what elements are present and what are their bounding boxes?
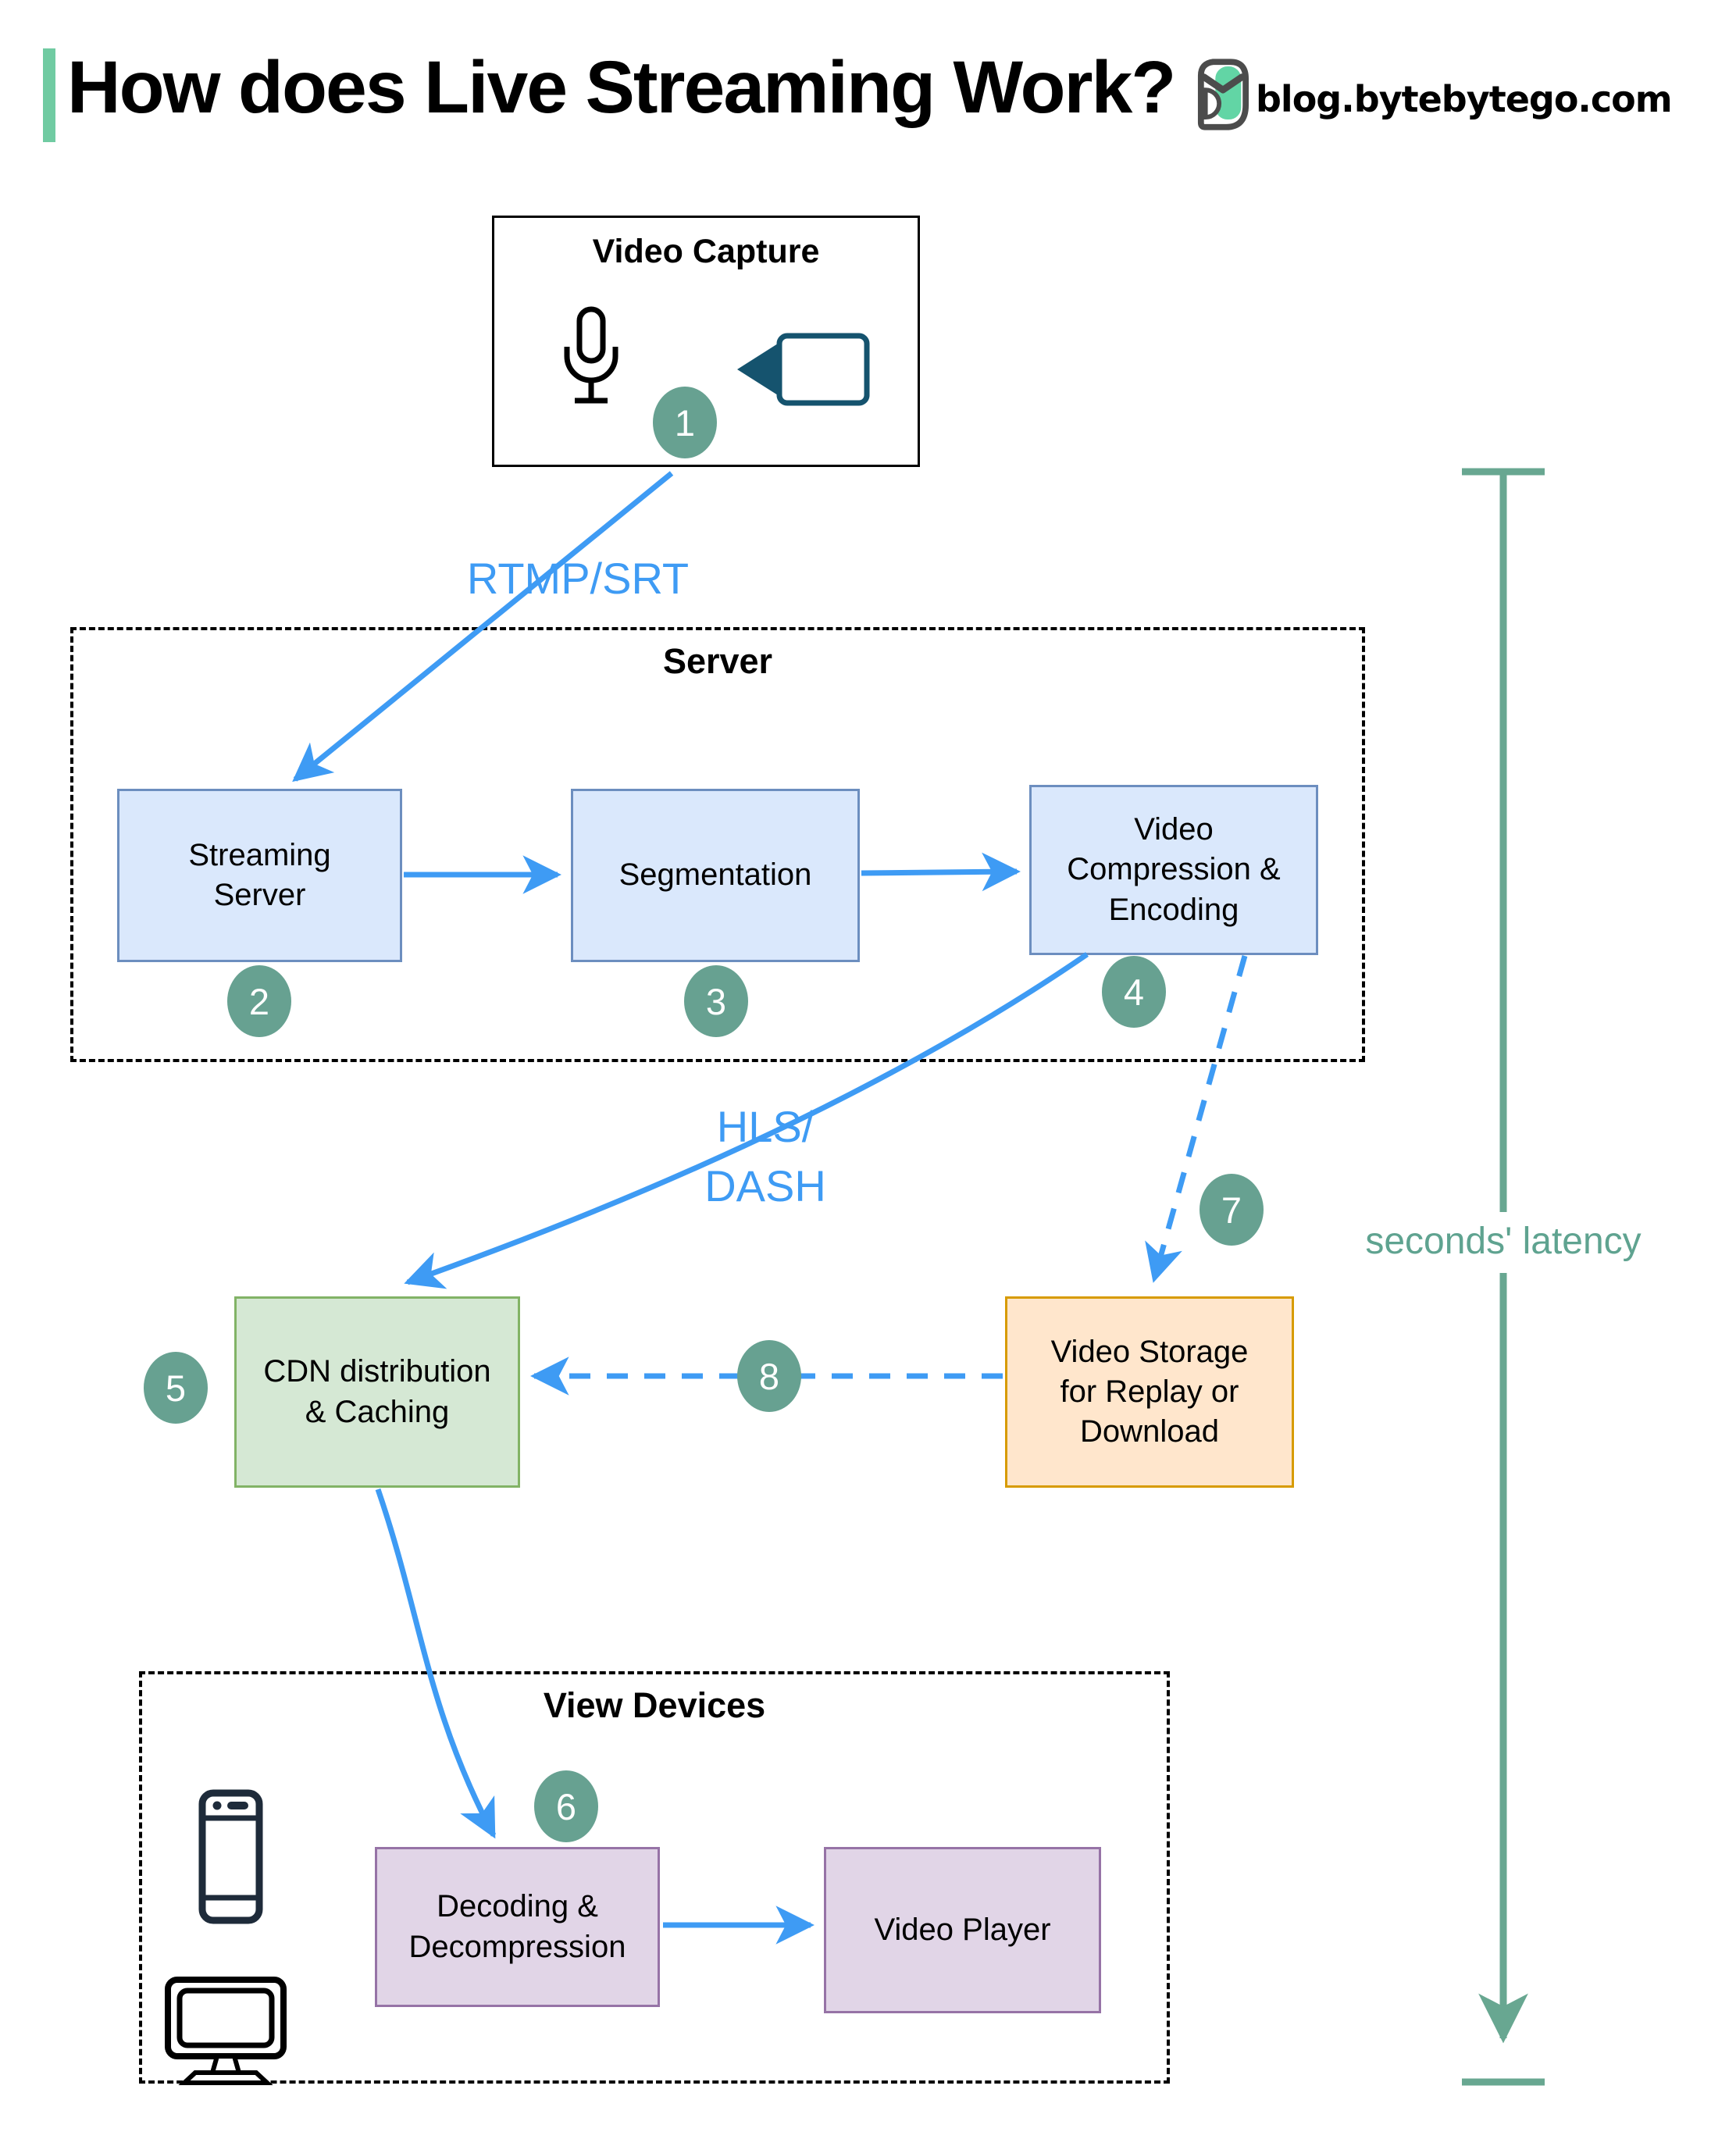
cdn-box: CDN distribution & Caching [234,1296,520,1488]
microphone-icon [564,306,618,404]
title-accent-bar [43,48,55,142]
rtmp-srt-label: RTMP/SRT [466,554,690,603]
cdn-label: CDN distribution & Caching [263,1354,491,1429]
view-devices-group: View Devices [139,1671,1170,2084]
video-capture-title: Video Capture [592,233,820,270]
segmentation-label: Segmentation [618,857,812,893]
view-devices-title: View Devices [543,1685,766,1725]
video-compression-label: Video Compression & Encoding [1067,812,1281,927]
hls-dash-label: HLS/ DASH [704,1102,826,1210]
video-player-label: Video Player [874,1912,1051,1947]
step-circle-8: 8 [737,1340,801,1412]
step-circle-5: 5 [144,1352,208,1424]
video-compression-box: Video Compression & Encoding [1029,785,1318,955]
smartphone-icon [198,1789,263,1924]
page-title: How does Live Streaming Work? [67,46,1176,129]
seconds-latency-label: seconds' latency [1365,1221,1642,1262]
step-circle-2: 2 [227,965,291,1037]
decoding-box: Decoding & Decompression [375,1847,660,2007]
video-player-box: Video Player [824,1847,1101,2013]
step-circle-4: 4 [1102,956,1166,1028]
decoding-label: Decoding & Decompression [408,1889,626,1964]
segmentation-box: Segmentation [571,789,860,962]
bytebytego-owl-icon [1197,59,1249,130]
step-circle-6: 6 [534,1770,598,1842]
monitor-icon [165,1977,287,2085]
streaming-server-box: Streaming Server [117,789,402,962]
video-storage-box: Video Storage for Replay or Download [1005,1296,1294,1488]
site-url-text: blog.bytebytego.com [1256,78,1673,120]
video-storage-label: Video Storage for Replay or Download [1050,1334,1249,1449]
step-circle-1: 1 [653,387,717,458]
streaming-server-label: Streaming Server [188,837,331,912]
latency-measure-line [1462,468,1545,2086]
step-circle-3: 3 [684,965,748,1037]
server-group-title: Server [662,641,773,681]
step-circle-7: 7 [1200,1174,1264,1246]
video-camera-icon [737,333,870,406]
